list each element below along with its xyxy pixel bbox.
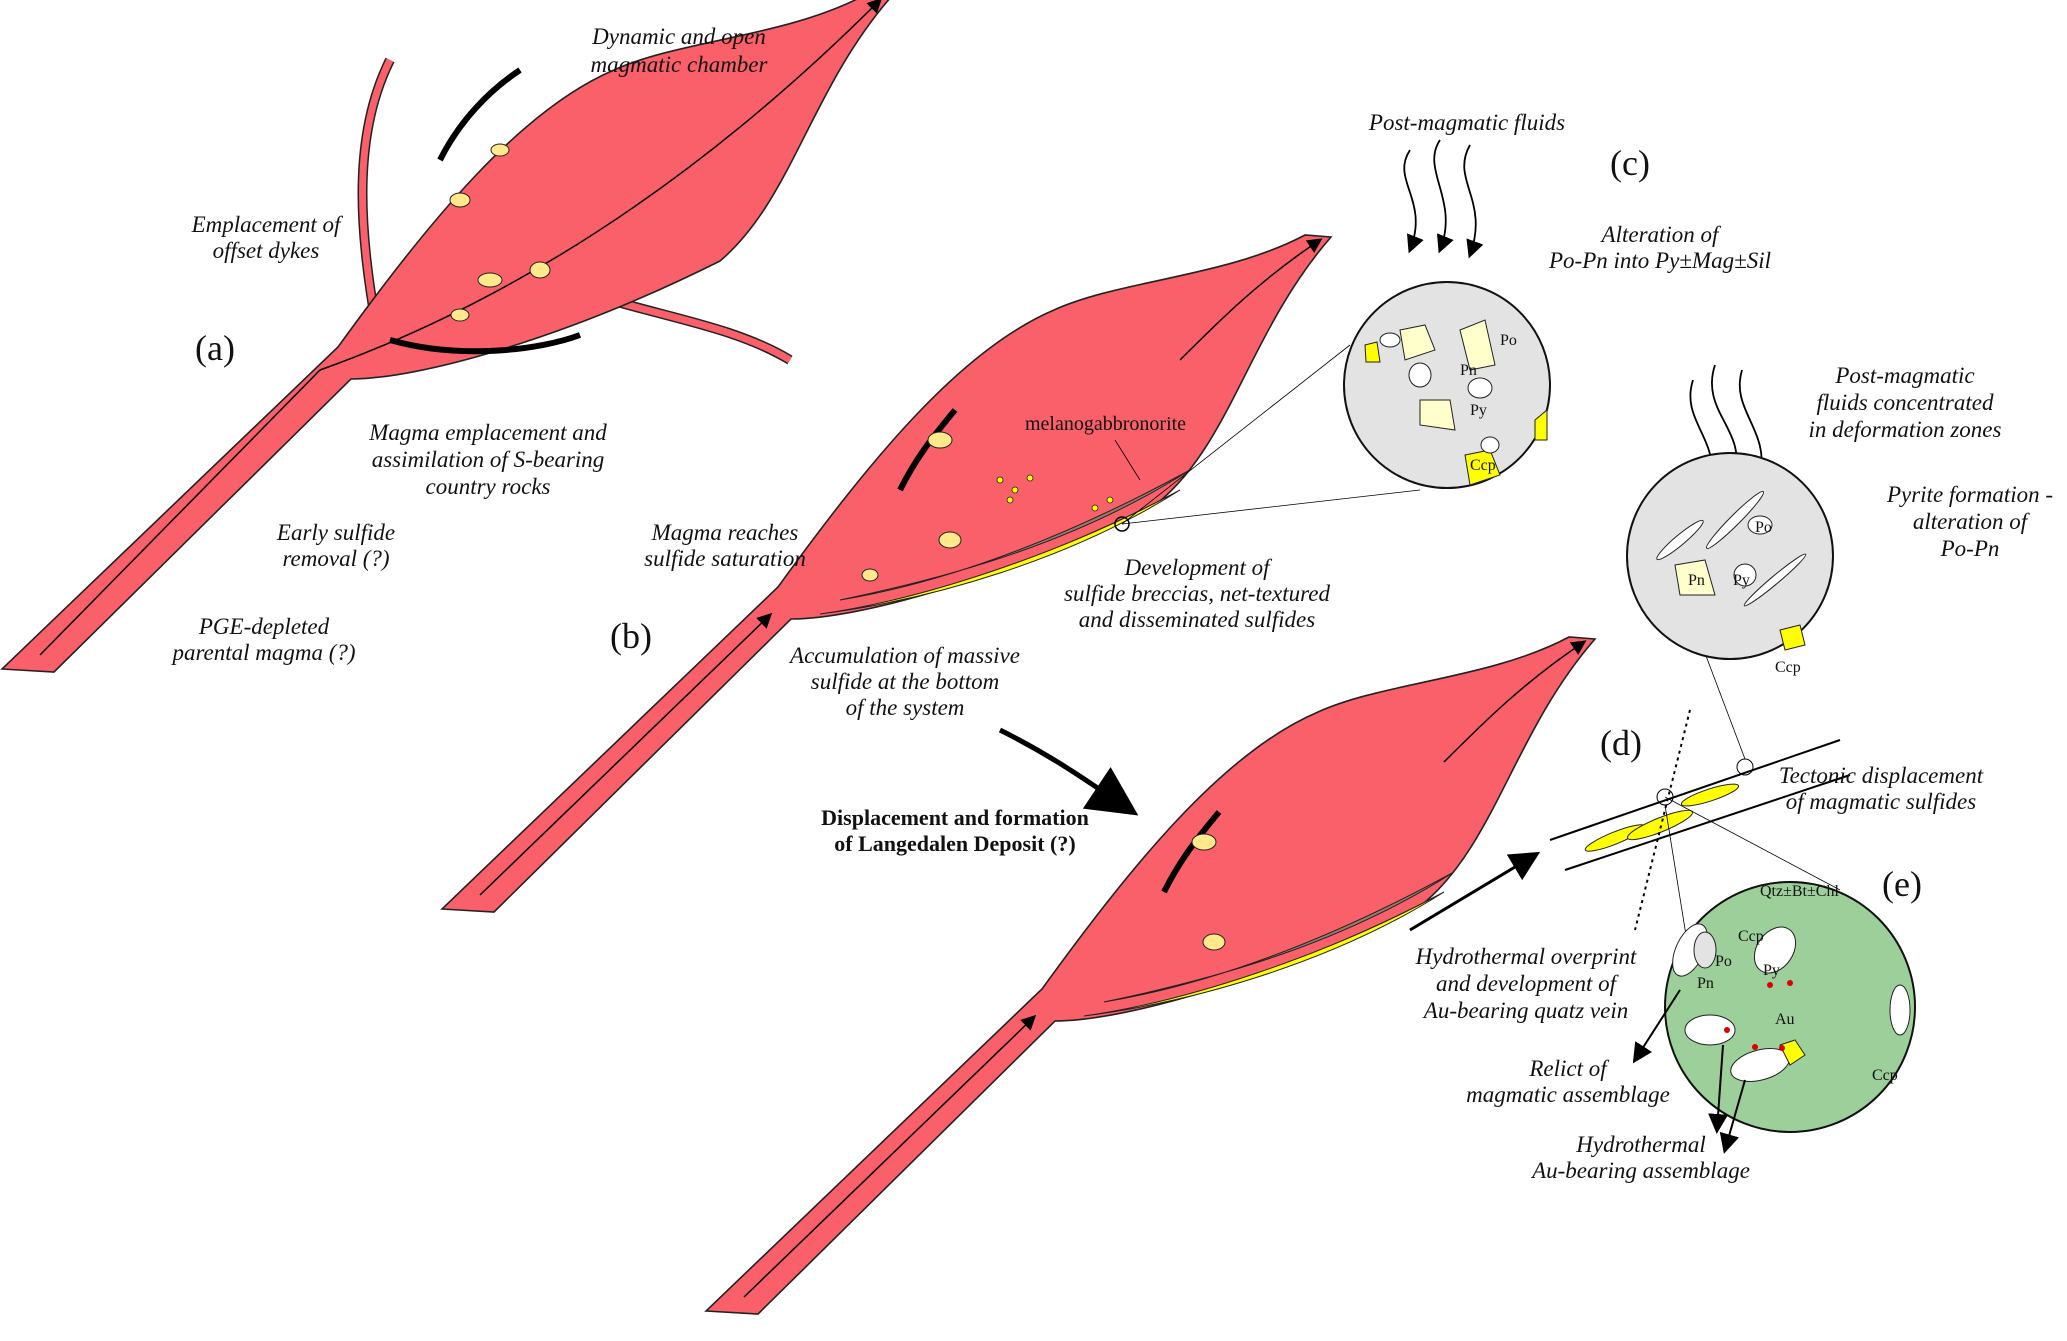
mineral-label: Au bbox=[1775, 1011, 1795, 1028]
mineral-label: Py bbox=[1470, 402, 1487, 419]
panel-label-c: (c) bbox=[1610, 143, 1650, 183]
fluid-arrows-c bbox=[1403, 139, 1484, 259]
microtexture-circle-d: Po Pn Py Ccp bbox=[1626, 452, 1834, 676]
mineral-label: Po bbox=[1755, 519, 1772, 536]
mineral-label: Pn bbox=[1460, 362, 1477, 379]
microtexture-circle-c: Po Pn Py Ccp bbox=[1343, 281, 1551, 489]
mineral-label: Py bbox=[1733, 572, 1750, 589]
mineral-label: Ccp bbox=[1775, 659, 1801, 676]
shear-arrow bbox=[1409, 851, 1541, 932]
matrix-label: Qtz±Bt±Chl bbox=[1760, 883, 1839, 900]
mineral-label: Pn bbox=[1697, 975, 1714, 992]
panel-label-e: (e) bbox=[1882, 864, 1922, 904]
annotation-rock: melanogabbronorite bbox=[1025, 413, 1186, 435]
mineral-label: Pn bbox=[1688, 572, 1705, 589]
mineral-label: Ccp bbox=[1470, 457, 1496, 474]
mineral-label: Po bbox=[1500, 332, 1517, 349]
magma-body-b bbox=[441, 234, 1332, 913]
annotation-fluids-c: Post-magmatic fluids bbox=[1368, 110, 1565, 135]
magma-body-a bbox=[1, 0, 892, 673]
mineral-label: Py bbox=[1763, 962, 1780, 979]
deformation-zone bbox=[1549, 639, 1851, 961]
mineral-label: Ccp bbox=[1738, 928, 1764, 945]
panel-label-d: (d) bbox=[1600, 723, 1642, 763]
displacement-arrow bbox=[998, 727, 1139, 816]
mineral-label: Po bbox=[1715, 953, 1732, 970]
magma-body-c bbox=[705, 636, 1596, 1315]
panel-label-b: (b) bbox=[610, 616, 652, 656]
microtexture-circle-e: Ccp Po Pn Py Au Ccp Qtz±Bt±Chl bbox=[1632, 881, 1916, 1154]
panel-label-a: (a) bbox=[195, 328, 235, 368]
mineral-label: Ccp bbox=[1872, 1067, 1898, 1084]
